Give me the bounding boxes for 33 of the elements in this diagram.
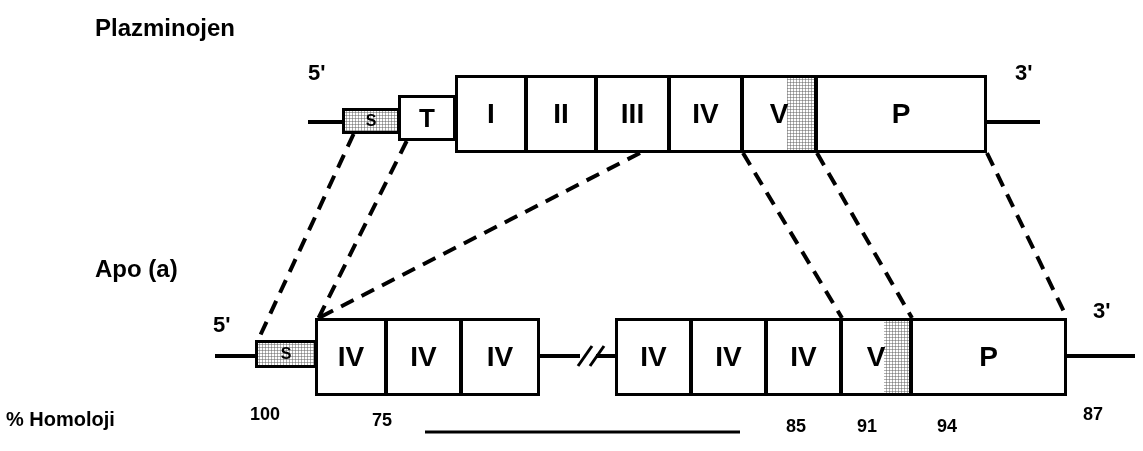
end-label: 3' [1015, 60, 1033, 86]
value: 85 [786, 416, 807, 437]
end-label: 5' [308, 60, 326, 86]
domain-box: IV [385, 318, 462, 396]
domain-box: T [398, 95, 456, 141]
domain-box: IV [615, 318, 692, 396]
heading: Apo (a) [95, 255, 178, 283]
domain-box: I [455, 75, 527, 153]
domain-box: S [255, 340, 317, 368]
domain-box: IV [765, 318, 842, 396]
dashed-line [316, 140, 409, 319]
domain-box: IV [690, 318, 767, 396]
dashed-line [815, 152, 914, 319]
value: 87 [1083, 404, 1104, 425]
domain-box: IV [668, 75, 743, 153]
end-label: 3' [1093, 298, 1111, 324]
domain-box: P [910, 318, 1067, 396]
domain-box: IV [460, 318, 540, 396]
end-label: 5' [213, 312, 231, 338]
domain-box: II [525, 75, 597, 153]
domain-box: III [595, 75, 670, 153]
value: 91 [857, 416, 878, 437]
dashed-line [741, 151, 844, 320]
domain-box: S [342, 108, 400, 134]
domain-box: V [741, 75, 817, 153]
row-label: % Homoloji [6, 408, 115, 431]
value: 75 [372, 410, 393, 431]
domain-box: IV [315, 318, 387, 396]
domain-box: V [840, 318, 912, 396]
value: 94 [937, 416, 958, 437]
value: 100 [250, 404, 281, 425]
domain-box: P [815, 75, 987, 153]
heading: Plazminojen [95, 14, 236, 42]
